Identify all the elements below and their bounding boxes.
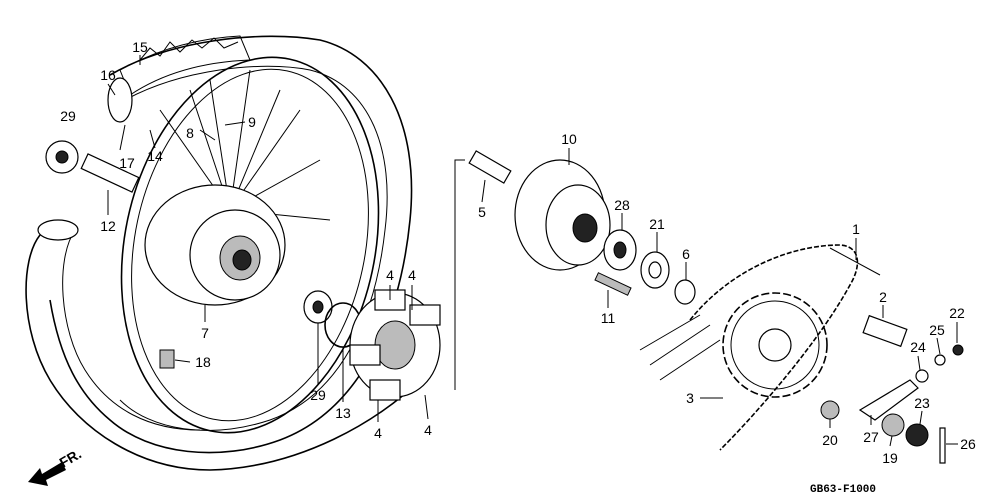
washer-25 (934, 354, 946, 366)
callout-22: 22 (949, 305, 965, 321)
callout-labels: 15 16 29 8 9 17 14 12 10 5 28 21 6 11 1 … (60, 39, 976, 466)
callout-8: 8 (186, 125, 194, 141)
collar-12 (80, 153, 140, 193)
rim (120, 56, 380, 434)
callout-29-bottom: 29 (310, 387, 326, 403)
callout-15: 15 (132, 39, 148, 55)
callout-3: 3 (686, 390, 694, 406)
callout-18: 18 (195, 354, 211, 370)
callout-26: 26 (960, 436, 976, 452)
callout-21: 21 (649, 216, 665, 232)
inner-tube (25, 77, 421, 471)
callout-24: 24 (910, 339, 926, 355)
adjuster-plate-27 (858, 379, 919, 421)
callout-13: 13 (335, 405, 351, 421)
bearing-28 (603, 229, 637, 271)
sprocket-3 (722, 292, 828, 398)
seal-21 (640, 251, 670, 289)
callout-4: 4 (386, 267, 394, 283)
callout-29-top: 29 (60, 108, 76, 124)
final-driven-flange-10 (514, 159, 611, 271)
stud-11 (594, 272, 632, 296)
chain-joint-2 (862, 314, 908, 348)
callout-14: 14 (147, 148, 163, 164)
callout-16: 16 (100, 67, 116, 83)
callout-25: 25 (929, 322, 945, 338)
callout-19: 19 (882, 450, 898, 466)
callout-23: 23 (914, 395, 930, 411)
collar-6 (674, 279, 696, 305)
callout-11: 11 (601, 310, 616, 326)
callout-20: 20 (822, 432, 838, 448)
bearing-29-top (45, 140, 79, 174)
callout-17: 17 (119, 155, 135, 171)
bearing-29-bottom (303, 290, 333, 324)
callout-4: 4 (424, 422, 432, 438)
callout-28: 28 (614, 197, 630, 213)
callout-2: 2 (879, 289, 887, 305)
damper-rubber (349, 289, 441, 401)
callout-5: 5 (478, 204, 486, 220)
nut-19 (881, 413, 905, 437)
washer-24 (915, 369, 929, 383)
callout-10: 10 (561, 131, 577, 147)
cotter-pin-26 (939, 427, 946, 464)
callout-6: 6 (682, 246, 690, 262)
valve-cap-18 (159, 349, 175, 369)
callout-27: 27 (863, 429, 879, 445)
stud-5 (468, 150, 512, 184)
callout-12: 12 (100, 218, 116, 234)
leader-lines (107, 55, 958, 447)
callout-7: 7 (201, 325, 209, 341)
diagram-code: GB63-F1000 (810, 484, 876, 496)
nut-20 (820, 400, 840, 420)
drive-chain (639, 244, 859, 451)
callout-4: 4 (374, 425, 382, 441)
hub (144, 184, 286, 306)
nut-22 (952, 344, 964, 356)
nut-23 (905, 423, 929, 447)
callout-4: 4 (408, 267, 416, 283)
callout-9: 9 (248, 114, 256, 130)
callout-1: 1 (852, 221, 860, 237)
front-direction-arrow: FR. (28, 445, 84, 486)
